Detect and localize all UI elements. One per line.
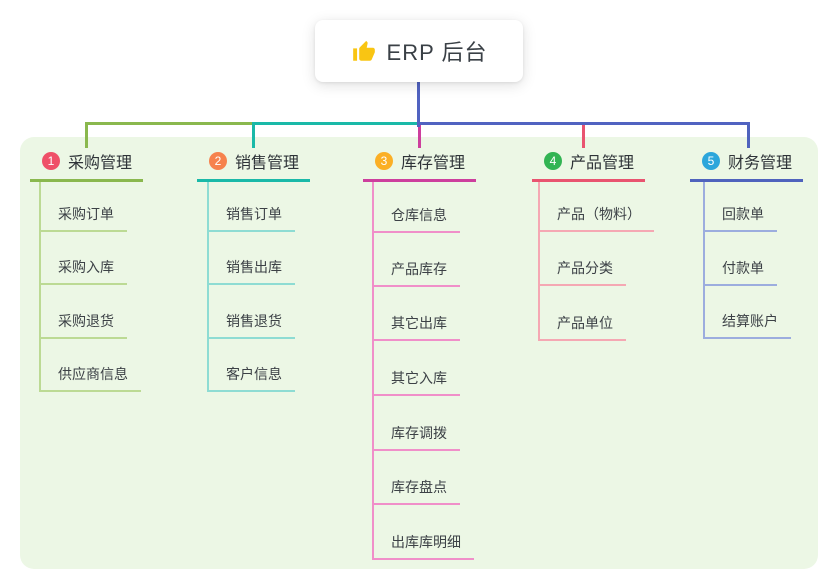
branch-2-item-3[interactable]: 销售退货 [207,311,295,339]
branch-1-drop-line [85,125,88,148]
bus-segment-right [418,122,750,125]
branch-3-item-7[interactable]: 出库库明细 [372,532,474,560]
branch-5-title: 财务管理 [728,155,793,172]
branch-3-number-badge: 3 [375,152,393,170]
branch-2-item-1[interactable]: 销售订单 [207,204,295,232]
branch-4-item-2[interactable]: 产品分类 [538,258,626,286]
branch-3-item-5[interactable]: 库存调拨 [372,423,460,451]
bus-segment-left [85,122,255,125]
branch-4-item-1[interactable]: 产品（物料） [538,204,654,232]
branch-4-drop-line [582,125,585,148]
branch-2-item-4[interactable]: 客户信息 [207,364,295,392]
branch-5-number-badge: 5 [702,152,720,170]
branch-node-1[interactable]: 1 采购管理 [30,149,144,182]
branch-5-subtree-line [703,180,705,339]
branch-2-number-badge: 2 [209,152,227,170]
root-node[interactable]: ERP 后台 [315,20,523,82]
branch-3-subtree-line [372,180,374,560]
root-node-label: ERP 后台 [386,40,488,65]
branch-3-item-4[interactable]: 其它入库 [372,368,460,396]
branch-3-item-2[interactable]: 产品库存 [372,259,460,287]
branch-5-item-3[interactable]: 结算账户 [703,311,791,339]
branch-1-subtree-line [39,180,41,392]
branches-background-panel [20,137,818,569]
branch-1-title: 采购管理 [68,155,133,172]
branch-3-drop-line [418,125,421,148]
branch-2-subtree-line [207,180,209,392]
branch-1-item-3[interactable]: 采购退货 [39,311,127,339]
branch-1-item-2[interactable]: 采购入库 [39,257,127,285]
branch-1-item-4[interactable]: 供应商信息 [39,364,141,392]
branch-node-2[interactable]: 2 销售管理 [197,149,311,182]
branch-node-5[interactable]: 5 财务管理 [690,149,804,182]
branch-2-item-2[interactable]: 销售出库 [207,257,295,285]
branch-4-title: 产品管理 [570,155,635,172]
thumbs-up-icon [352,40,375,61]
branch-node-4[interactable]: 4 产品管理 [532,149,646,182]
branch-node-3[interactable]: 3 库存管理 [363,149,477,182]
bus-segment-mid [252,122,421,125]
branch-3-item-3[interactable]: 其它出库 [372,313,460,341]
branch-3-title: 库存管理 [401,155,466,172]
branch-1-item-1[interactable]: 采购订单 [39,204,127,232]
branch-5-item-2[interactable]: 付款单 [703,258,777,286]
branch-5-item-1[interactable]: 回款单 [703,204,777,232]
root-connector-line [417,82,420,127]
branch-2-drop-line [252,125,255,148]
branch-3-item-6[interactable]: 库存盘点 [372,477,460,505]
branch-1-number-badge: 1 [42,152,60,170]
branch-4-number-badge: 4 [544,152,562,170]
branch-2-title: 销售管理 [235,155,300,172]
branch-4-item-3[interactable]: 产品单位 [538,313,626,341]
branch-5-drop-line [747,125,750,148]
branch-3-item-1[interactable]: 仓库信息 [372,205,460,233]
branch-4-subtree-line [538,180,540,341]
